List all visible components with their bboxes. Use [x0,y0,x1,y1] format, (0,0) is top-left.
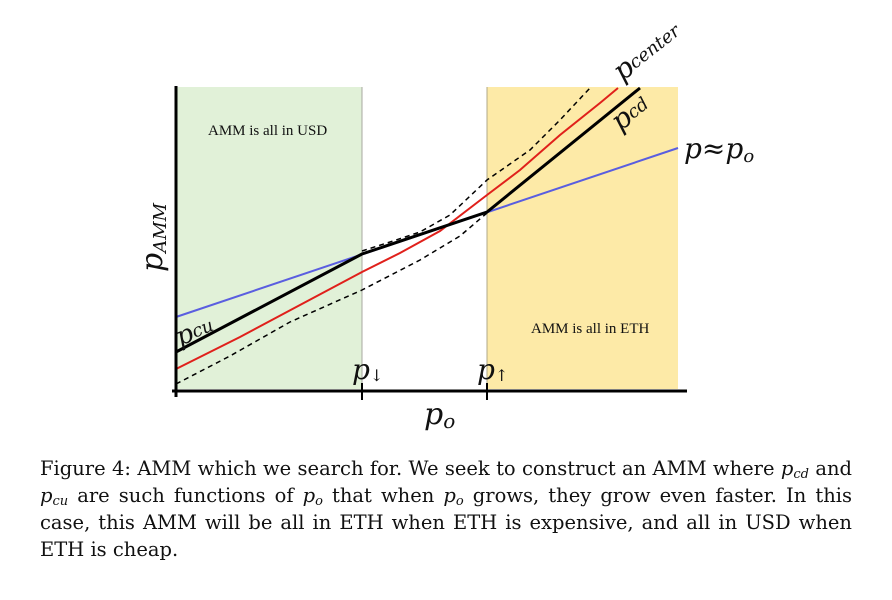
y-axis-label: pAMM [135,202,171,272]
p-center-label: pcenter [606,13,688,87]
figure-caption: Figure 4: AMM which we search for. We se… [40,457,853,561]
x-axis-label: po [424,397,455,433]
upper-dashed-bound [361,87,591,252]
usd-region-label: AMM is all in USD [208,123,327,139]
eth-region [487,87,678,389]
p-up-label: p↑ [477,353,508,386]
p-center-curve [175,87,619,370]
p-approx-po-label: p≈po [684,132,754,167]
caption-label: Figure 4: [40,457,131,480]
eth-region-label: AMM is all in ETH [531,321,649,337]
p-down-label: p↓ [352,353,383,386]
lower-dashed-bound [175,212,488,385]
p-cd-cu-curve [175,86,641,354]
usd-region [176,87,362,389]
